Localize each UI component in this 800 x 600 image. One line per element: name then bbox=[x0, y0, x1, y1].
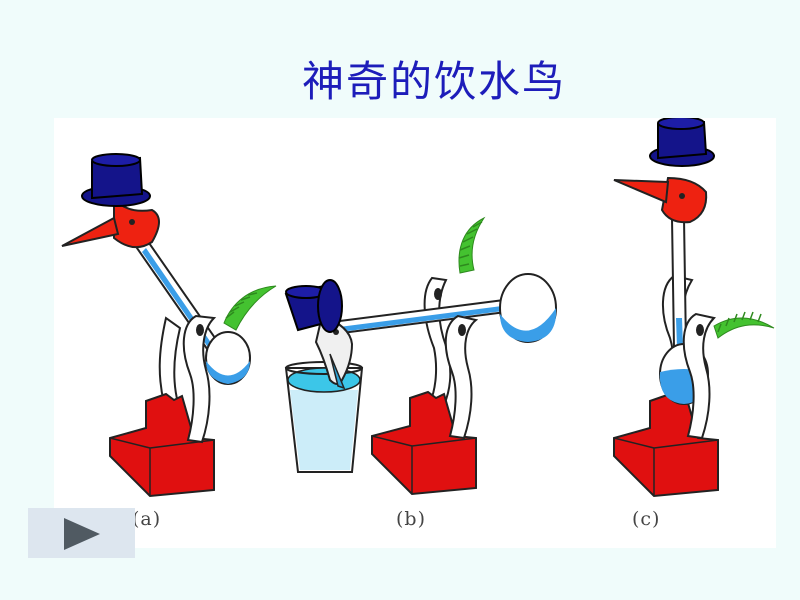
head-b bbox=[314, 314, 354, 385]
beak-c bbox=[613, 179, 670, 204]
leg-front-a bbox=[182, 314, 217, 444]
caption-a: (a) bbox=[132, 508, 162, 530]
bird-c bbox=[613, 118, 775, 498]
slide-title: 神奇的饮水鸟 bbox=[301, 57, 566, 106]
bird-b bbox=[284, 216, 557, 496]
feather-a bbox=[223, 285, 277, 331]
beak-b bbox=[329, 353, 346, 390]
caption-b: (b) bbox=[396, 508, 426, 530]
play-triangle-icon bbox=[64, 518, 100, 550]
head-c bbox=[660, 176, 708, 224]
caption-c: (c) bbox=[632, 508, 661, 530]
head-a bbox=[113, 195, 160, 249]
base-a bbox=[109, 392, 215, 498]
leg-back-a bbox=[158, 316, 182, 404]
feather-b bbox=[458, 216, 486, 274]
hat-brim-b bbox=[317, 279, 343, 333]
feather-c bbox=[713, 317, 775, 339]
leg-front-b bbox=[444, 314, 479, 440]
base-b bbox=[371, 390, 477, 496]
drinking-bird-figure: (a) (b) (c) bbox=[54, 118, 776, 548]
leg-front-c bbox=[682, 312, 716, 440]
beak-a bbox=[61, 216, 120, 247]
bird-a bbox=[61, 153, 277, 498]
play-button[interactable] bbox=[28, 508, 135, 558]
figure-canvas bbox=[61, 118, 775, 498]
